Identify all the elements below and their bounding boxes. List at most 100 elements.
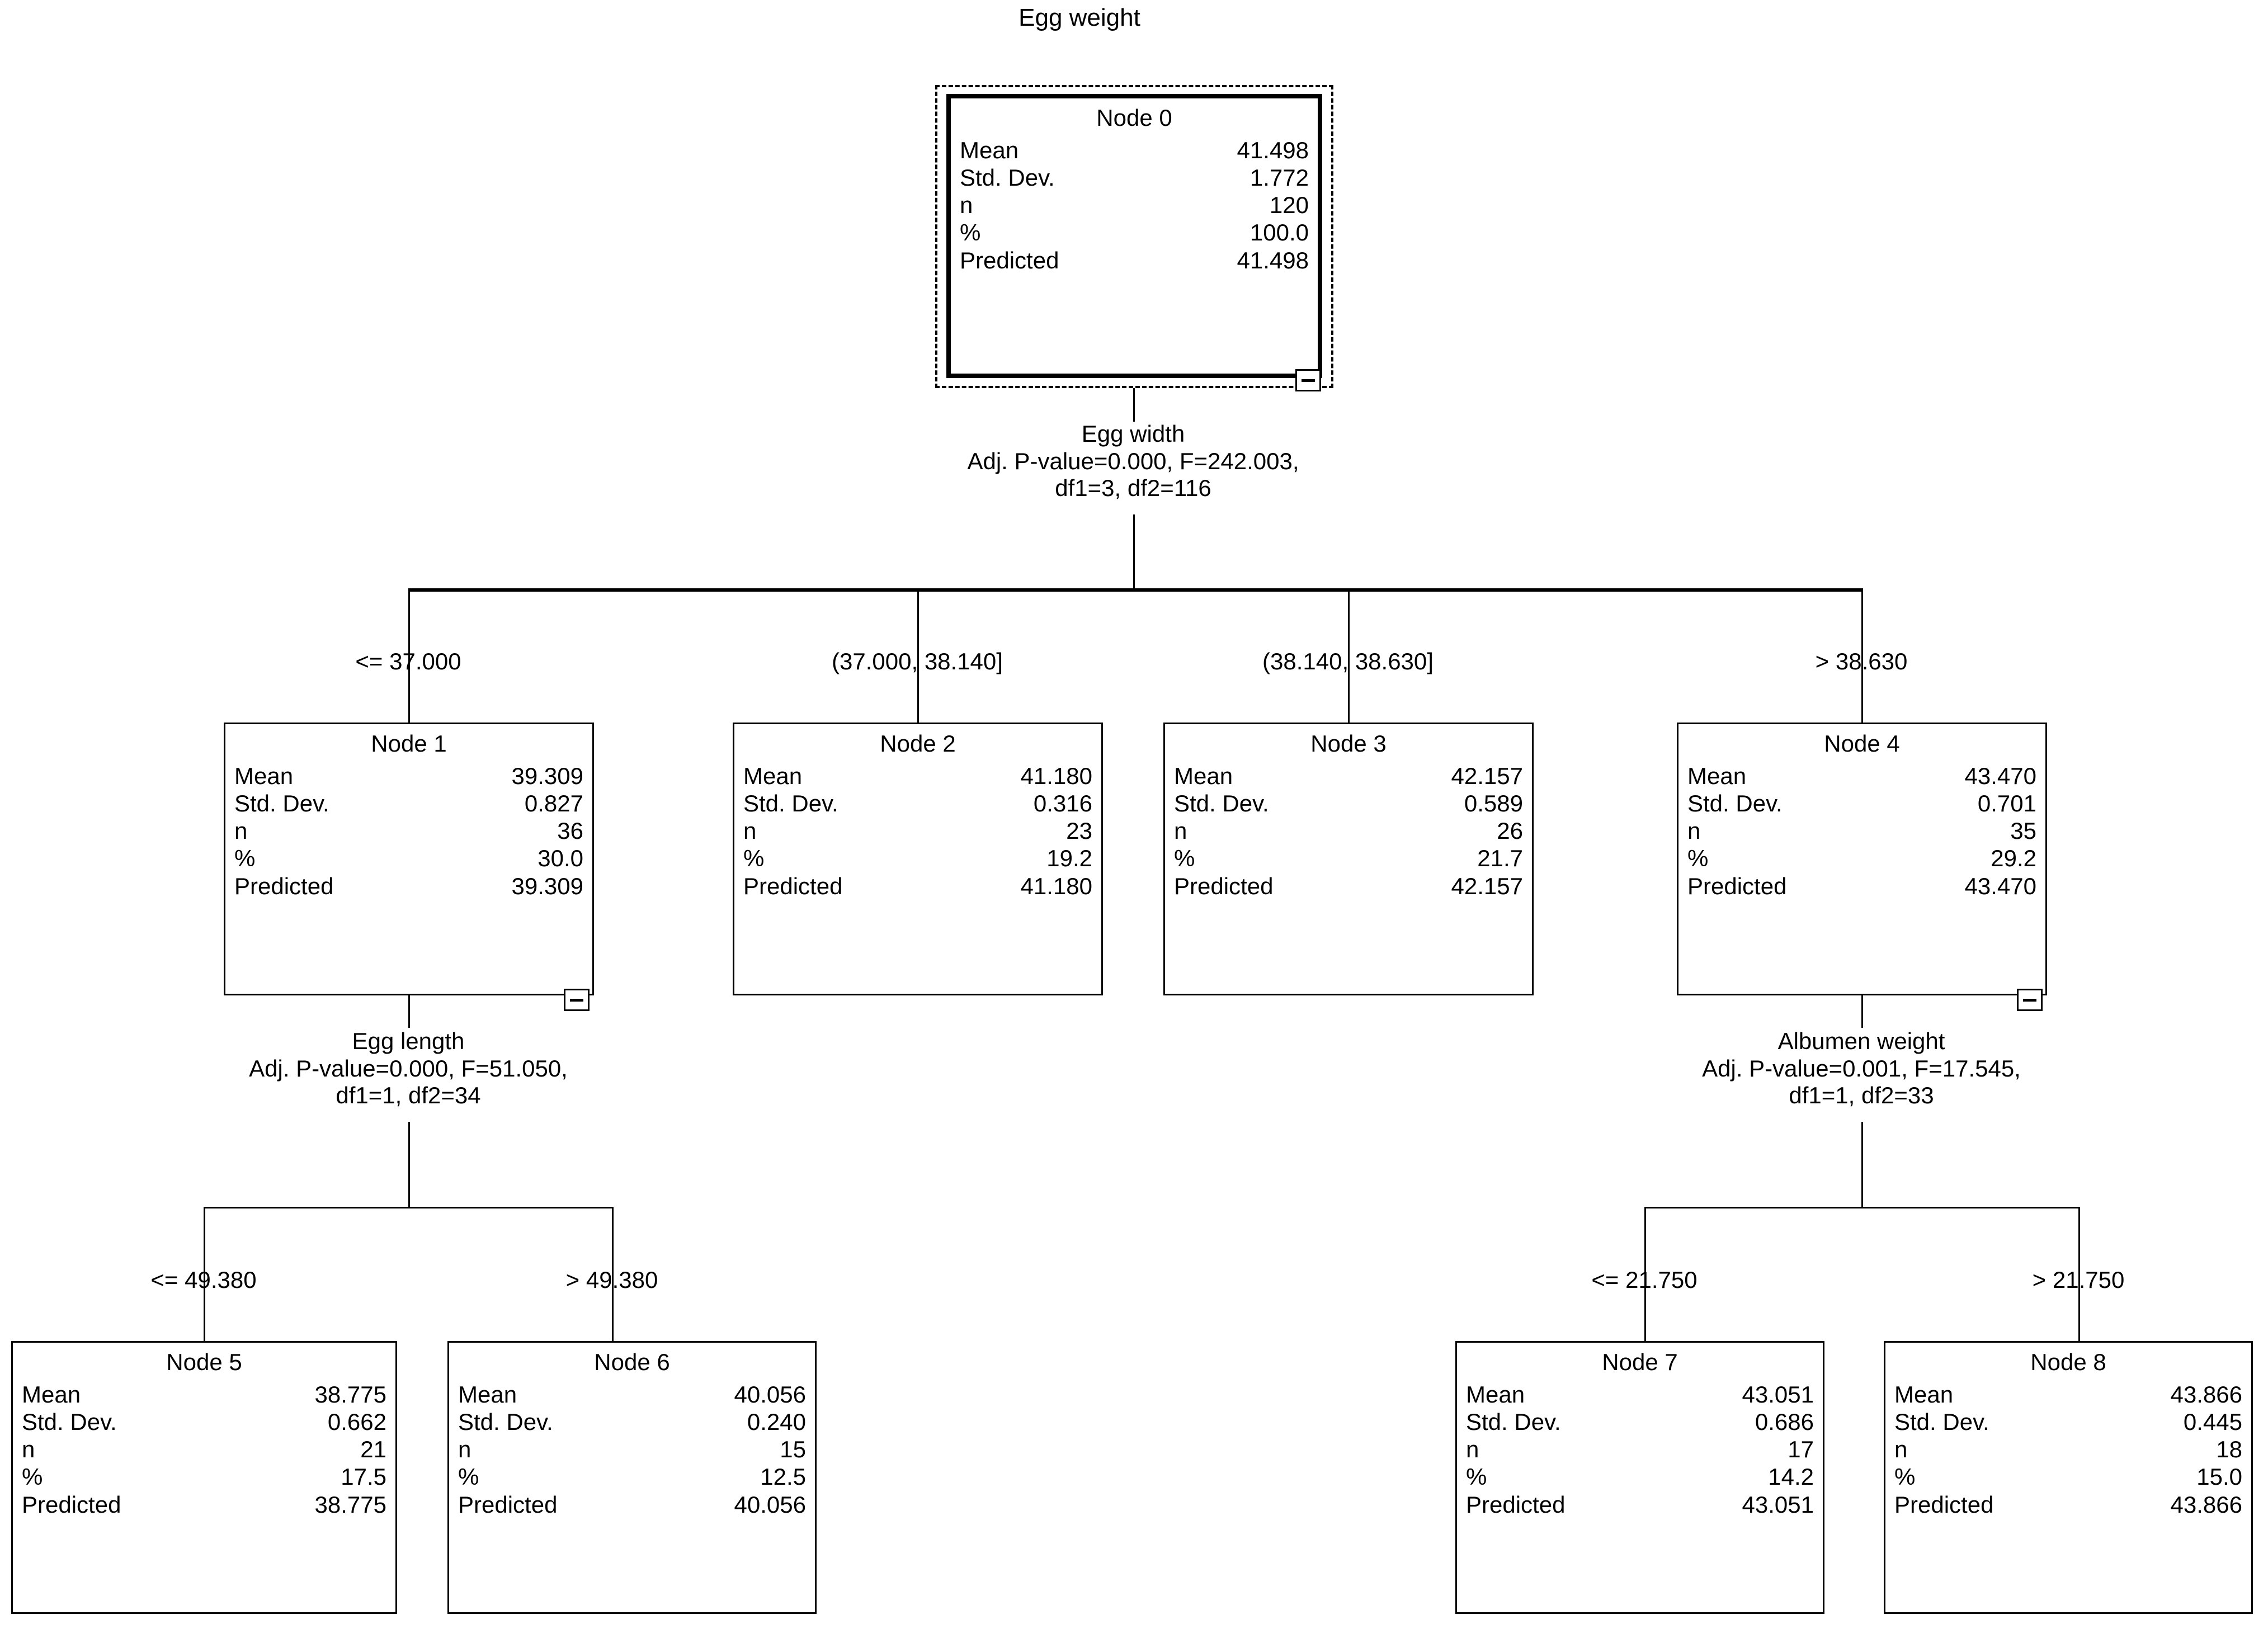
node-4-mean-value: 43.470 bbox=[1964, 763, 2036, 789]
node-5-percent-value: 17.5 bbox=[341, 1463, 386, 1490]
node-0-row-percent: % 100.0 bbox=[960, 219, 1309, 246]
node-5-row-stddev: Std. Dev. 0.662 bbox=[22, 1408, 386, 1436]
node-7-mean-value: 43.051 bbox=[1742, 1381, 1814, 1408]
split-stats-root-line1: Adj. P-value=0.000, F=242.003, bbox=[967, 447, 1299, 474]
node-7-n-value: 17 bbox=[1788, 1436, 1814, 1463]
node-3-predicted-value: 42.157 bbox=[1451, 872, 1523, 899]
stat-label-n: n bbox=[743, 818, 757, 844]
node-2-title: Node 2 bbox=[880, 730, 956, 757]
node-8-row-stddev: Std. Dev. 0.445 bbox=[1894, 1408, 2242, 1436]
node-0-row-mean: Mean 41.498 bbox=[960, 136, 1309, 164]
stat-label-stddev: Std. Dev. bbox=[960, 164, 1055, 191]
split-stats-node-4-line1: Adj. P-value=0.001, F=17.545, bbox=[1702, 1055, 2021, 1082]
tree-node-5[interactable]: Node 5 Mean 38.775 Std. Dev. 0.662 n 21 … bbox=[11, 1341, 397, 1614]
node-5-row-n: n 21 bbox=[22, 1436, 386, 1463]
tree-node-1[interactable]: Node 1 Mean 39.309 Std. Dev. 0.827 n 36 … bbox=[224, 723, 594, 995]
node-1-row-percent: % 30.0 bbox=[234, 844, 583, 872]
connector-node-1-stem bbox=[408, 995, 410, 1028]
split-stats-node-1-line1: Adj. P-value=0.000, F=51.050, bbox=[249, 1055, 568, 1082]
tree-node-0[interactable]: Node 0 Mean 41.498 Std. Dev. 1.772 n 120… bbox=[946, 94, 1322, 378]
node-6-row-predicted: Predicted 40.056 bbox=[458, 1491, 806, 1518]
node-8-n-value: 18 bbox=[2216, 1436, 2242, 1463]
stat-label-mean: Mean bbox=[1466, 1381, 1525, 1408]
stat-label-stddev: Std. Dev. bbox=[1466, 1409, 1561, 1436]
node-3-row-mean: Mean 42.157 bbox=[1174, 762, 1523, 790]
split-variable-node-1: Egg length bbox=[352, 1028, 465, 1054]
stat-label-predicted: Predicted bbox=[1894, 1491, 1994, 1518]
node-5-n-value: 21 bbox=[360, 1436, 386, 1463]
split-info-node-1: Egg length Adj. P-value=0.000, F=51.050,… bbox=[73, 1028, 744, 1110]
node-7-stats: Mean 43.051 Std. Dev. 0.686 n 17 % 14.2 … bbox=[1457, 1381, 1823, 1524]
stat-label-n: n bbox=[1687, 818, 1701, 844]
node-0-mean-value: 41.498 bbox=[1237, 137, 1309, 163]
node-1-mean-value: 39.309 bbox=[511, 763, 583, 789]
node-2-row-percent: % 19.2 bbox=[743, 844, 1092, 872]
connector-root-down bbox=[1133, 514, 1135, 588]
node-7-row-stddev: Std. Dev. 0.686 bbox=[1466, 1408, 1814, 1436]
branch-label-node-8: > 21.750 bbox=[2032, 1267, 2125, 1293]
node-8-stats: Mean 43.866 Std. Dev. 0.445 n 18 % 15.0 … bbox=[1885, 1381, 2251, 1524]
node-0-collapse-button[interactable] bbox=[1295, 369, 1321, 391]
node-3-stats: Mean 42.157 Std. Dev. 0.589 n 26 % 21.7 … bbox=[1165, 762, 1532, 905]
tree-node-3[interactable]: Node 3 Mean 42.157 Std. Dev. 0.589 n 26 … bbox=[1163, 723, 1534, 995]
node-7-row-mean: Mean 43.051 bbox=[1466, 1381, 1814, 1408]
node-3-row-stddev: Std. Dev. 0.589 bbox=[1174, 790, 1523, 817]
tree-node-4[interactable]: Node 4 Mean 43.470 Std. Dev. 0.701 n 35 … bbox=[1677, 723, 2047, 995]
node-4-row-n: n 35 bbox=[1687, 817, 2036, 844]
node-3-title: Node 3 bbox=[1310, 730, 1387, 757]
node-8-row-predicted: Predicted 43.866 bbox=[1894, 1491, 2242, 1518]
stat-label-predicted: Predicted bbox=[22, 1491, 121, 1518]
node-2-stats: Mean 41.180 Std. Dev. 0.316 n 23 % 19.2 … bbox=[734, 762, 1101, 905]
node-8-row-mean: Mean 43.866 bbox=[1894, 1381, 2242, 1408]
node-8-percent-value: 15.0 bbox=[2196, 1463, 2242, 1490]
connector-to-node-6 bbox=[612, 1207, 614, 1341]
stat-label-percent: % bbox=[1174, 845, 1195, 872]
minus-icon bbox=[2023, 998, 2036, 1002]
node-2-row-n: n 23 bbox=[743, 817, 1092, 844]
node-7-title: Node 7 bbox=[1602, 1349, 1678, 1375]
node-5-row-percent: % 17.5 bbox=[22, 1463, 386, 1490]
tree-node-7[interactable]: Node 7 Mean 43.051 Std. Dev. 0.686 n 17 … bbox=[1455, 1341, 1824, 1614]
node-0-row-n: n 120 bbox=[960, 191, 1309, 219]
branch-label-node-6: > 49.380 bbox=[565, 1267, 658, 1293]
stat-label-mean: Mean bbox=[458, 1381, 517, 1408]
connector-to-node-7 bbox=[1644, 1207, 1646, 1341]
tree-node-6[interactable]: Node 6 Mean 40.056 Std. Dev. 0.240 n 15 … bbox=[447, 1341, 817, 1614]
node-1-percent-value: 30.0 bbox=[537, 845, 583, 872]
node-4-stddev-value: 0.701 bbox=[1977, 790, 2036, 817]
stat-label-percent: % bbox=[960, 219, 981, 246]
node-1-collapse-button[interactable] bbox=[564, 989, 590, 1011]
node-4-collapse-button[interactable] bbox=[2017, 989, 2043, 1011]
node-3-n-value: 26 bbox=[1497, 818, 1523, 844]
node-7-predicted-value: 43.051 bbox=[1742, 1491, 1814, 1518]
stat-label-n: n bbox=[1466, 1436, 1479, 1463]
node-4-row-percent: % 29.2 bbox=[1687, 844, 2036, 872]
stat-label-mean: Mean bbox=[22, 1381, 81, 1408]
branch-label-node-7: <= 21.750 bbox=[1591, 1267, 1698, 1293]
connector-level2-right-bus bbox=[1644, 1207, 2078, 1208]
minus-icon bbox=[1302, 379, 1315, 382]
stat-label-n: n bbox=[22, 1436, 35, 1463]
node-2-n-value: 23 bbox=[1066, 818, 1092, 844]
node-2-stddev-value: 0.316 bbox=[1033, 790, 1092, 817]
connector-node-1-down bbox=[408, 1122, 410, 1208]
tree-node-8[interactable]: Node 8 Mean 43.866 Std. Dev. 0.445 n 18 … bbox=[1884, 1341, 2253, 1614]
node-1-n-value: 36 bbox=[557, 818, 583, 844]
node-2-row-mean: Mean 41.180 bbox=[743, 762, 1092, 790]
stat-label-stddev: Std. Dev. bbox=[1174, 790, 1269, 817]
node-6-row-n: n 15 bbox=[458, 1436, 806, 1463]
node-6-stddev-value: 0.240 bbox=[747, 1409, 806, 1436]
stat-label-stddev: Std. Dev. bbox=[234, 790, 329, 817]
split-stats-root-line2: df1=3, df2=116 bbox=[1055, 475, 1211, 502]
node-5-predicted-value: 38.775 bbox=[314, 1491, 386, 1518]
stat-label-predicted: Predicted bbox=[1466, 1491, 1566, 1518]
node-1-row-stddev: Std. Dev. 0.827 bbox=[234, 790, 583, 817]
node-2-percent-value: 19.2 bbox=[1046, 845, 1092, 872]
node-4-title: Node 4 bbox=[1824, 730, 1900, 757]
node-4-predicted-value: 43.470 bbox=[1964, 872, 2036, 899]
node-0-row-stddev: Std. Dev. 1.772 bbox=[960, 164, 1309, 191]
tree-node-2[interactable]: Node 2 Mean 41.180 Std. Dev. 0.316 n 23 … bbox=[733, 723, 1103, 995]
stat-label-n: n bbox=[458, 1436, 471, 1463]
minus-icon bbox=[570, 998, 583, 1002]
